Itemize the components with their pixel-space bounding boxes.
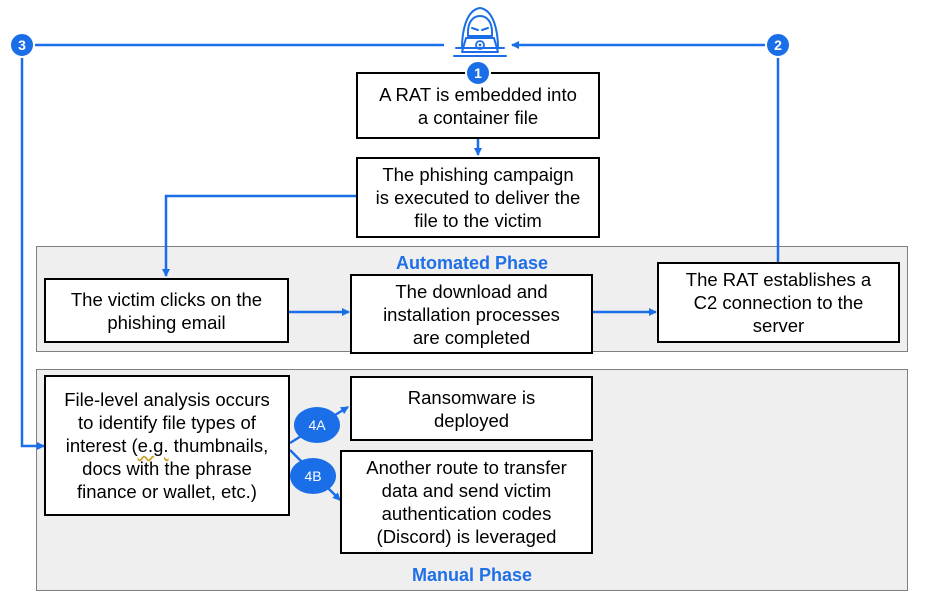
automated-phase-title: Automated Phase <box>395 253 549 273</box>
file-analysis-text-eg: e.g. <box>137 435 169 456</box>
step-badge-2: 2 <box>765 32 791 58</box>
step-phishing-campaign: The phishing campaign is executed to del… <box>356 157 600 238</box>
step-file-analysis: File-level analysis occurs to identify f… <box>44 375 290 516</box>
connector-3 <box>20 43 444 450</box>
file-analysis-text-post: thumbnails, docs with the phrase finance… <box>77 435 269 502</box>
file-analysis-text: File-level analysis occurs to identify f… <box>64 388 270 503</box>
step-c2-connection: The RAT establishes a C2 connection to t… <box>657 262 900 343</box>
step-badge-4a: 4A <box>294 407 340 443</box>
step-another-route: Another route to transfer data and send … <box>340 450 593 554</box>
step-badge-3: 3 <box>9 32 35 58</box>
manual-phase-title: Manual Phase <box>411 565 533 585</box>
file-analysis-text-pre: File-level analysis occurs to identify f… <box>64 389 270 456</box>
step-ransomware: Ransomware is deployed <box>350 376 593 441</box>
step-victim-clicks: The victim clicks on the phishing email <box>44 278 289 343</box>
connector-phishing-to-victim <box>162 194 356 277</box>
hacker-laptop-icon <box>453 7 507 57</box>
step-badge-1: 1 <box>465 60 491 86</box>
step-badge-4b: 4B <box>290 458 336 494</box>
step-download-install: The download and installation processes … <box>350 274 593 354</box>
